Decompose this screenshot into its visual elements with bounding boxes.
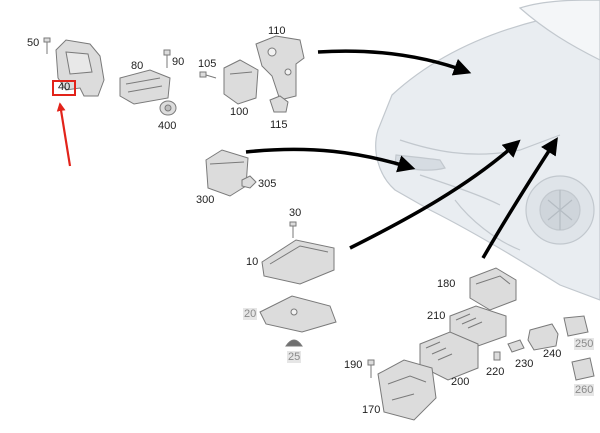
red-arrow <box>56 102 72 167</box>
label-400: 400 <box>158 120 177 132</box>
label-240: 240 <box>543 348 562 360</box>
label-250: 250 <box>574 338 595 350</box>
part-250 <box>563 315 589 337</box>
part-100 <box>223 59 259 105</box>
part-220 <box>493 351 501 361</box>
part-110 <box>255 35 305 101</box>
part-305 <box>241 175 257 189</box>
label-50: 50 <box>27 37 40 49</box>
part-170 <box>377 359 437 421</box>
part-230 <box>507 339 525 353</box>
part-50 <box>43 37 51 54</box>
label-210: 210 <box>427 310 446 322</box>
arrow-180 <box>481 137 558 259</box>
label-100: 100 <box>230 106 249 118</box>
part-115 <box>269 95 289 113</box>
part-240 <box>527 323 559 351</box>
label-190: 190 <box>344 359 363 371</box>
label-110: 110 <box>268 25 286 37</box>
part-260 <box>571 357 595 381</box>
label-300: 300 <box>196 194 215 206</box>
part-40 <box>55 39 105 97</box>
part-10 <box>261 239 335 285</box>
label-40: 40 <box>58 81 71 93</box>
label-180: 180 <box>437 278 456 290</box>
arrow-300 <box>245 147 416 173</box>
part-190 <box>367 359 375 378</box>
label-30: 30 <box>289 207 302 219</box>
car-front <box>375 0 600 301</box>
label-200: 200 <box>451 376 470 388</box>
label-260: 260 <box>574 384 595 396</box>
part-210 <box>449 305 507 347</box>
part-180 <box>469 267 517 311</box>
label-90: 90 <box>172 56 185 68</box>
arrow-110 <box>317 49 472 76</box>
label-220: 220 <box>486 366 505 378</box>
arrow-10 <box>349 139 521 250</box>
part-90 <box>163 49 171 68</box>
label-170: 170 <box>362 404 381 416</box>
highlight-box-40 <box>52 80 76 96</box>
part-30 <box>289 221 297 238</box>
part-400 <box>159 100 177 116</box>
label-105: 105 <box>198 58 217 70</box>
label-305: 305 <box>258 178 277 190</box>
label-80: 80 <box>131 60 144 72</box>
part-20 <box>259 295 337 333</box>
part-105 <box>199 71 217 79</box>
part-300 <box>205 149 249 197</box>
part-25 <box>285 339 303 347</box>
label-25: 25 <box>287 351 302 363</box>
label-20: 20 <box>243 308 258 320</box>
label-10: 10 <box>246 256 259 268</box>
label-230: 230 <box>515 358 534 370</box>
part-80 <box>119 69 171 105</box>
label-115: 115 <box>270 119 288 131</box>
